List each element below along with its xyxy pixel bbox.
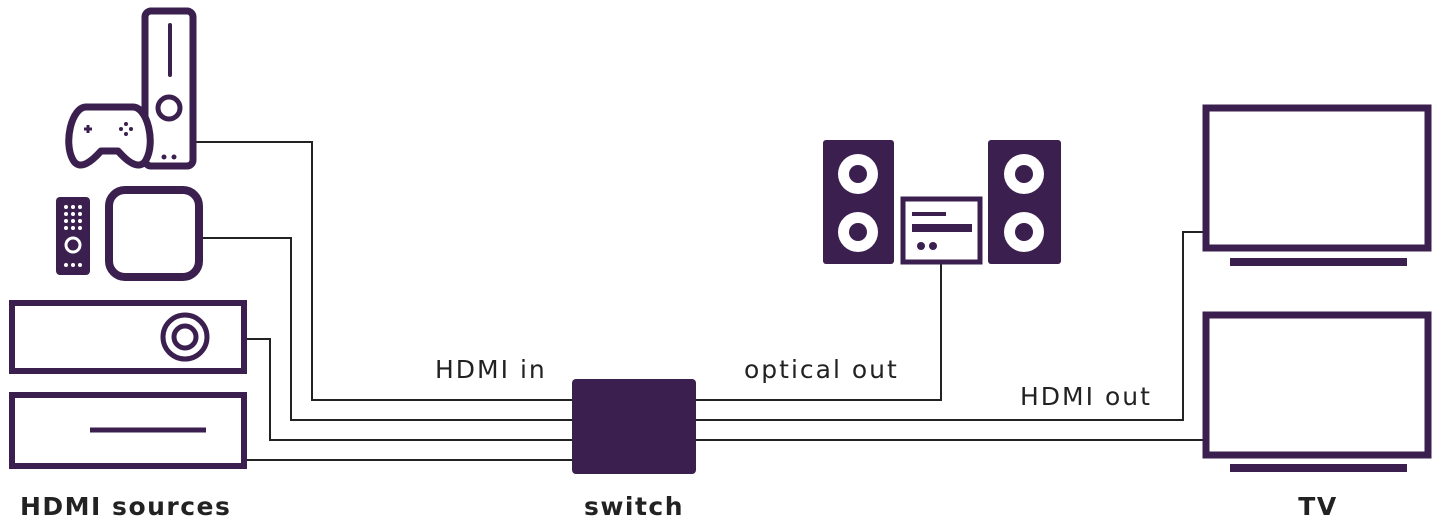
wire-switch-to-tv-top xyxy=(696,231,1205,421)
wire-streaming-box-to-switch xyxy=(202,237,574,421)
stereo-amplifier-icon xyxy=(900,196,983,265)
hdmi-sources-label: HDMI sources xyxy=(20,492,231,521)
tv-icon-bottom xyxy=(1202,311,1432,472)
wire-console-to-switch xyxy=(196,141,574,401)
streaming-box-icon xyxy=(105,186,203,281)
speaker-icon-right xyxy=(988,140,1061,264)
switch-box-icon xyxy=(572,379,696,474)
tv-icon xyxy=(1202,104,1432,266)
wire-switch-to-stereo xyxy=(696,264,942,401)
remote-control-icon xyxy=(56,197,90,275)
switch-label: switch xyxy=(584,492,684,521)
wires xyxy=(196,141,1205,461)
optical-out-label: optical out xyxy=(744,355,899,384)
tv-label: TV xyxy=(1298,492,1337,521)
hdmi-in-label: HDMI in xyxy=(435,355,547,384)
receiver-icon xyxy=(9,300,247,374)
game-console-icon xyxy=(141,7,197,170)
gamepad-icon xyxy=(65,103,154,169)
hdmi-out-label: HDMI out xyxy=(1020,382,1152,411)
wire-receiver-to-switch xyxy=(246,338,574,441)
dvd-player-icon xyxy=(9,392,247,469)
speaker-icon xyxy=(823,140,894,264)
